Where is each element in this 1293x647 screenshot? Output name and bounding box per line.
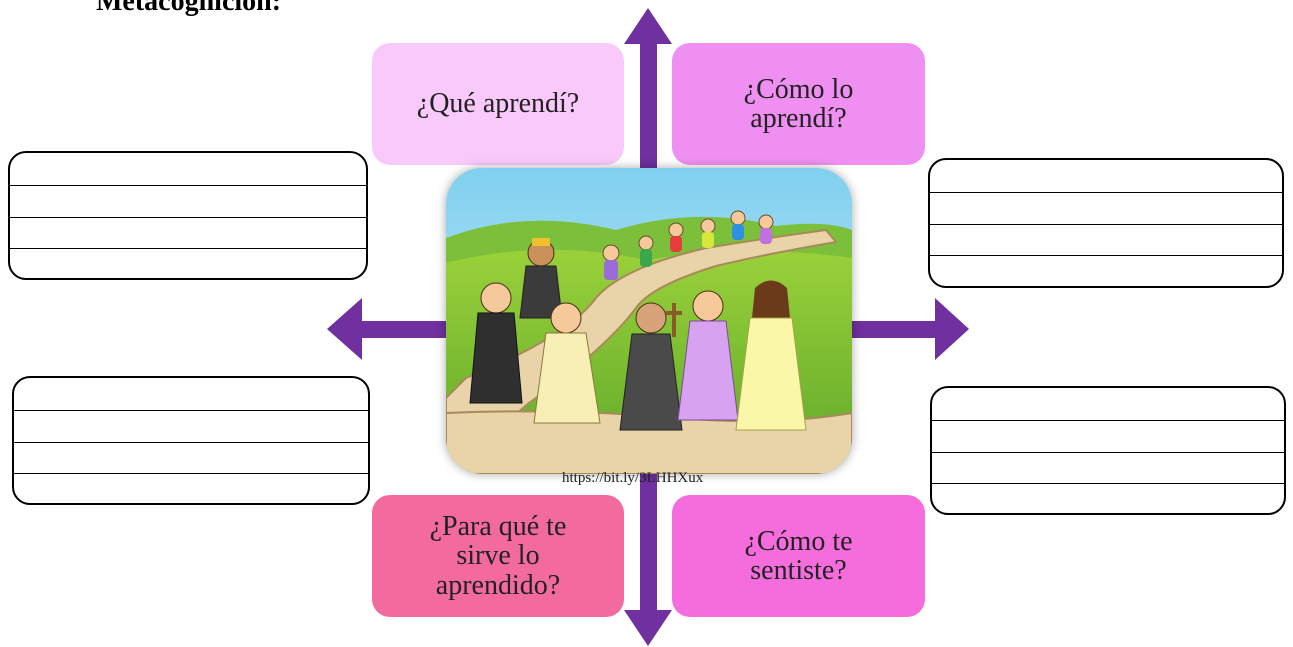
question-how-learned: ¿Cómo lo aprendí? <box>672 43 925 165</box>
answer-lines-box-top-left[interactable] <box>8 151 368 280</box>
answer-line <box>932 483 1284 484</box>
answer-line <box>14 442 368 443</box>
page-title: Metacognición: <box>96 0 282 17</box>
answer-line <box>14 473 368 474</box>
question-what-learned: ¿Qué aprendí? <box>372 43 624 165</box>
answer-line <box>930 255 1282 256</box>
answer-line <box>930 192 1282 193</box>
answer-line <box>930 224 1282 225</box>
group-walking-illustration <box>446 168 852 474</box>
answer-line <box>932 420 1284 421</box>
answer-lines-box-bottom-left[interactable] <box>12 376 370 505</box>
answer-line <box>932 452 1284 453</box>
question-how-felt: ¿Cómo te sentiste? <box>672 495 925 617</box>
question-what-for: ¿Para qué te sirve lo aprendido? <box>372 495 624 617</box>
answer-line <box>10 185 366 186</box>
image-source-link[interactable]: https://bit.ly/3LHHXux <box>562 470 704 486</box>
walker-figures-front <box>469 238 807 431</box>
answer-line <box>10 217 366 218</box>
arrow-right-icon <box>935 298 969 360</box>
arrow-down-icon <box>624 610 672 646</box>
answer-lines-box-bottom-right[interactable] <box>930 386 1286 515</box>
answer-line <box>10 248 366 249</box>
central-illustration <box>446 168 852 474</box>
answer-lines-box-top-right[interactable] <box>928 158 1284 288</box>
answer-line <box>14 410 368 411</box>
walker-figures-back <box>602 210 774 280</box>
arrow-up-icon <box>624 8 672 44</box>
arrow-left-icon <box>327 298 362 360</box>
